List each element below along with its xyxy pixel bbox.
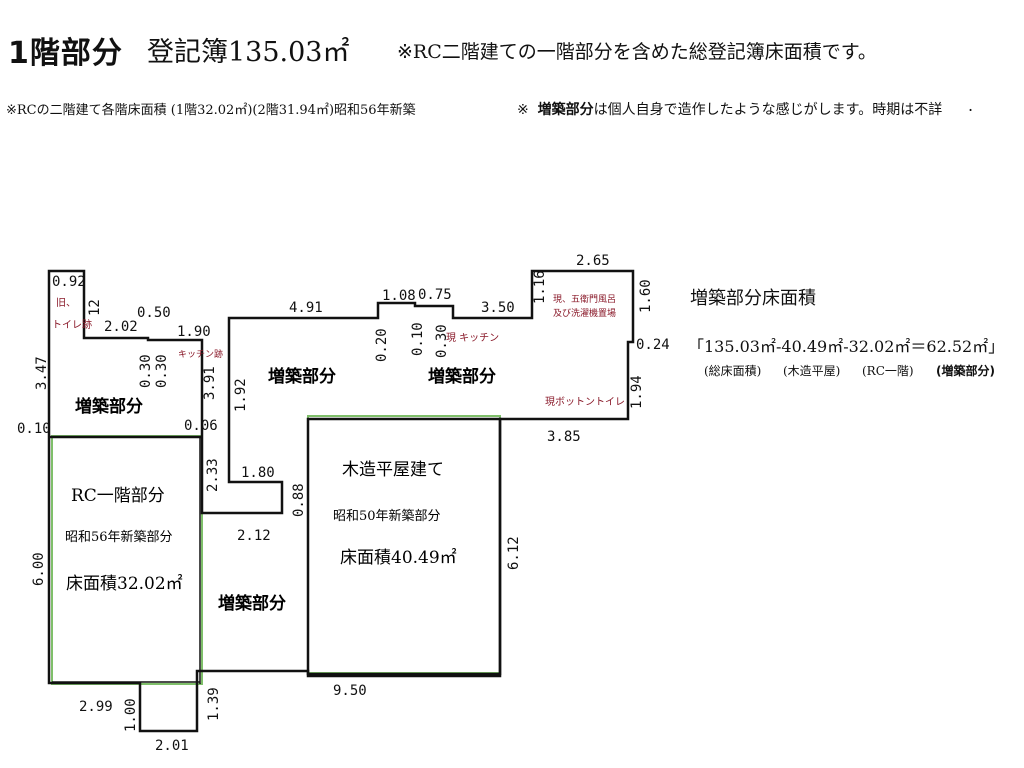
- dim-4-91: 4.91: [289, 300, 323, 316]
- wood-room-title: 木造平屋建て: [342, 460, 444, 480]
- dim-0-24: 0.24: [636, 337, 670, 353]
- dim-2-12: 2.12: [237, 528, 271, 544]
- room-addition-left: 増築部分: [75, 396, 143, 417]
- wood-outline-green: [307, 415, 501, 674]
- dim-2-65: 2.65: [576, 253, 610, 269]
- dim-1-60: 1.60: [638, 279, 654, 313]
- dim-0-30-a: 0.30: [138, 354, 154, 388]
- dim-1-94: 1.94: [629, 375, 645, 409]
- note-old-toilet-1: 旧、: [56, 297, 76, 309]
- rc-room-title: RC一階部分: [71, 486, 165, 506]
- note-bath-1: 現、五衛門風呂: [553, 293, 616, 305]
- dim-2-33: 2.33: [205, 458, 221, 492]
- note-mark: ※: [517, 102, 529, 118]
- building-outline: [47, 269, 635, 733]
- registry-area: 登記簿135.03㎡: [147, 37, 350, 68]
- dim-2-99: 2.99: [79, 699, 113, 715]
- addition-keyword: 増築部分: [537, 102, 594, 118]
- rc-room-built: 昭和56年新築部分: [65, 529, 173, 545]
- note-kitchen-old: キッチン跡: [178, 348, 223, 360]
- rc-floor-note: ※RCの二階建て各階床面積 (1階32.02㎡)(2階31.94㎡)昭和56年新…: [6, 103, 416, 118]
- dim-2-01: 2.01: [155, 738, 189, 754]
- dim-0-50: 0.50: [137, 305, 171, 321]
- dim-3-50: 3.50: [481, 300, 515, 316]
- dim-1-80: 1.80: [241, 465, 275, 481]
- dim-2-02: 2.02: [104, 319, 138, 335]
- page-title: 1階部分: [8, 36, 123, 71]
- wood-outline: [306, 417, 502, 676]
- room-addition-bottom: 増築部分: [218, 593, 286, 614]
- wood-room-built: 昭和50年新築部分: [333, 508, 441, 524]
- area-label-total: (総床面積): [704, 364, 762, 378]
- dim-1-39: 1.39: [206, 687, 222, 721]
- dim-0-10-b: 0.10: [410, 322, 426, 356]
- addition-note-text: は個人自身で造作したような感じがします。時期は不詳: [593, 102, 943, 118]
- room-addition-mid: 増築部分: [268, 366, 336, 387]
- area-calc-formula: 「135.03㎡-40.49㎡-32.02㎡＝62.52㎡」: [688, 337, 1005, 356]
- trailing-dot: .: [968, 96, 974, 115]
- room-addition-right: 増築部分: [428, 366, 496, 387]
- rc-room-area: 床面積32.02㎡: [66, 574, 183, 594]
- dim-0-20: 0.20: [374, 328, 390, 362]
- area-label-wood: (木造平屋): [783, 364, 841, 378]
- note-old-toilet-2: トイレ跡: [52, 318, 92, 331]
- addition-note: ※ 増築部分は個人自身で造作したような感じがします。時期は不詳: [517, 99, 942, 119]
- registry-note: ※RC二階建ての一階部分を含めた総登記簿床面積です。: [397, 41, 877, 63]
- dim-9-50: 9.50: [333, 683, 367, 699]
- area-calc-title: 増築部分床面積: [690, 288, 816, 309]
- note-kitchen-now: 現 キッチン: [446, 332, 499, 344]
- dim-1-08: 1.08: [382, 288, 416, 304]
- dim-0-30-c: 0.30: [434, 324, 450, 358]
- dim-1-90: 1.90: [177, 324, 211, 340]
- dim-6-00: 6.00: [31, 552, 47, 586]
- note-bath-2: 及び洗濯機置場: [553, 307, 616, 319]
- dim-6-12: 6.12: [506, 536, 522, 570]
- dim-1-16: 1.16: [532, 270, 548, 304]
- wood-room-area: 床面積40.49㎡: [340, 548, 457, 568]
- dim-1-00: 1.00: [123, 698, 139, 732]
- dim-0-10: 0.10: [17, 421, 51, 437]
- dim-0-75: 0.75: [418, 287, 452, 303]
- area-label-rc: (RC一階): [862, 364, 914, 378]
- dim-1-92: 1.92: [233, 378, 249, 412]
- note-toilet-now: 現ボットントイレ: [545, 396, 625, 408]
- rc-outline-green: [51, 435, 203, 685]
- dim-0-30-b: 0.30: [154, 354, 170, 388]
- dim-0-06: 0.06: [184, 418, 218, 434]
- dim-3-47: 3.47: [34, 356, 50, 390]
- dim-3-91: 3.91: [202, 366, 218, 400]
- area-label-addition: (増築部分): [936, 364, 995, 378]
- dim-12: 12: [87, 299, 103, 316]
- dim-3-85: 3.85: [547, 429, 581, 445]
- dim-0-88: 0.88: [291, 483, 307, 517]
- dim-0-92: 0.92: [52, 274, 86, 290]
